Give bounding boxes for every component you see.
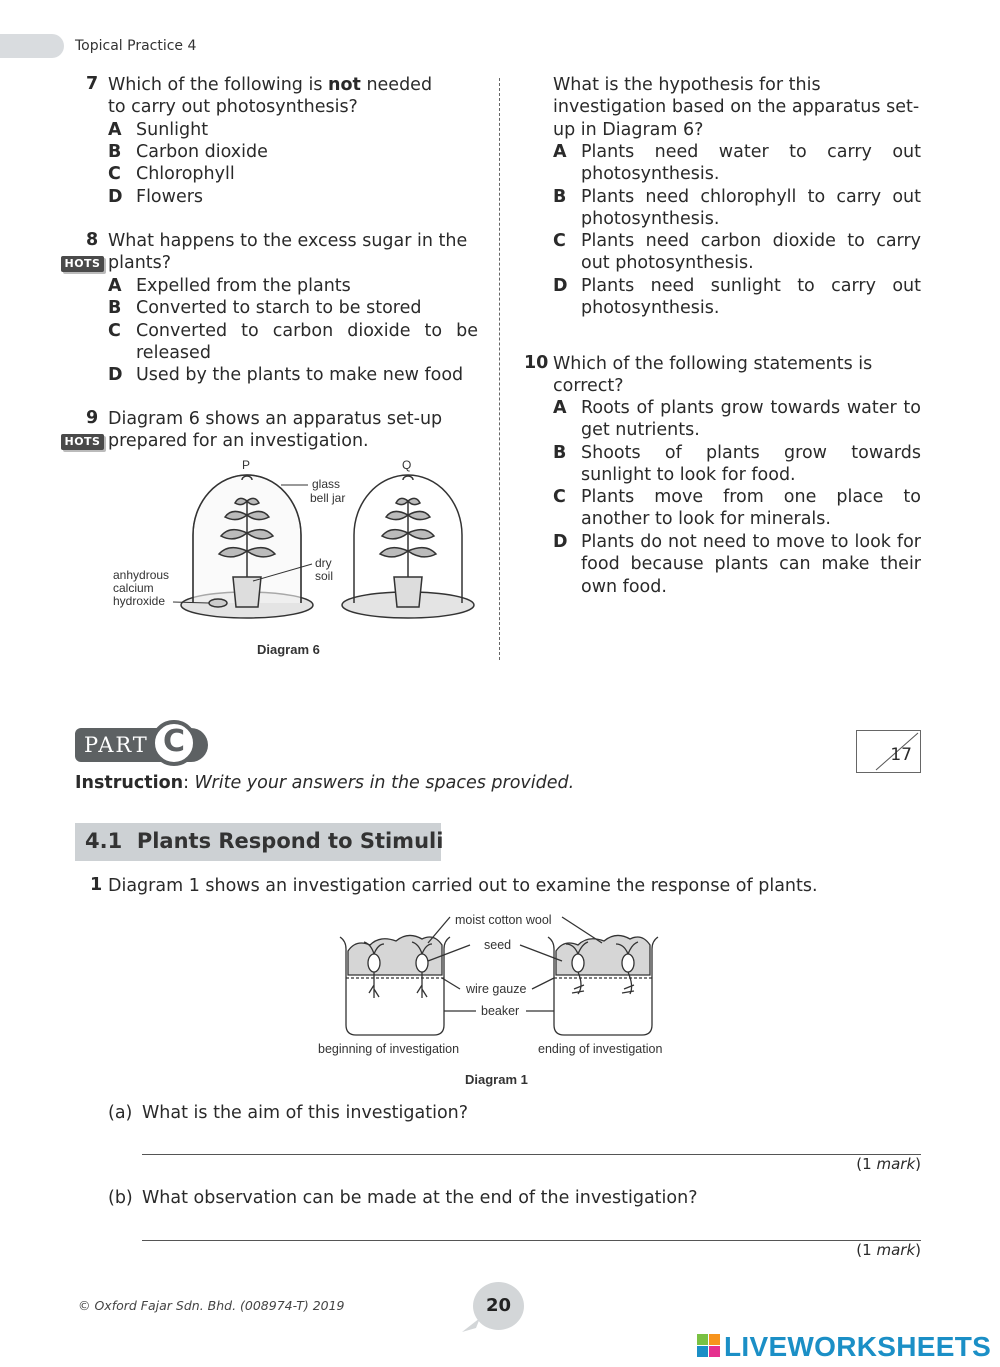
q9-hypothesis-text: What is the hypothesis for this investig… bbox=[553, 75, 920, 140]
q1-number: 1 bbox=[90, 875, 103, 895]
q1a-mark: (1 mark) bbox=[856, 1155, 921, 1173]
q9-number: 9 bbox=[86, 408, 99, 428]
label-seed: seed bbox=[484, 938, 511, 952]
label-dry: dry bbox=[315, 556, 332, 570]
q1a-label: (a) bbox=[108, 1103, 133, 1123]
hots-badge: HOTS bbox=[61, 434, 104, 450]
liveworksheets-logo-icon bbox=[697, 1334, 720, 1357]
part-letter: C bbox=[151, 720, 197, 766]
q1-text: Diagram 1 shows an investigation carried… bbox=[108, 876, 818, 896]
label-moist-cotton-wool: moist cotton wool bbox=[455, 913, 552, 927]
diagram-6: P Q glass bell jar dry soil anhydrous ca… bbox=[113, 458, 475, 657]
q1a-text: What is the aim of this investigation? bbox=[142, 1103, 469, 1123]
header-tab bbox=[0, 34, 64, 58]
section-title: 4.1 Plants Respond to Stimuli bbox=[85, 829, 444, 853]
label-hydroxide: hydroxide bbox=[113, 594, 165, 608]
hots-badge: HOTS bbox=[61, 256, 104, 272]
q9-text: Diagram 6 shows an apparatus set-up prep… bbox=[108, 409, 443, 452]
label-ending: ending of investigation bbox=[538, 1042, 662, 1056]
diagram-6-caption: Diagram 6 bbox=[257, 642, 320, 657]
label-beginning: beginning of investigation bbox=[318, 1042, 459, 1056]
label-p: P bbox=[242, 458, 250, 472]
section-header-bar bbox=[75, 823, 441, 861]
page-bubble bbox=[473, 1282, 524, 1330]
instruction: Instruction: Write your answers in the s… bbox=[75, 773, 575, 793]
q8-text: What happens to the excess sugar in the … bbox=[108, 231, 468, 274]
q7-text: Which of the following is not needed to … bbox=[108, 75, 433, 118]
part-label: PART bbox=[84, 733, 149, 757]
page-bubble-tail bbox=[462, 1318, 480, 1332]
q1b-answer-line[interactable] bbox=[142, 1240, 921, 1241]
q7-number: 7 bbox=[86, 74, 99, 94]
q8-number: 8 bbox=[86, 230, 99, 250]
q1b-label: (b) bbox=[108, 1188, 133, 1208]
score-box bbox=[856, 730, 921, 773]
q1a-answer-line[interactable] bbox=[142, 1154, 921, 1155]
header-title: Topical Practice 4 bbox=[75, 38, 197, 54]
label-anhydrous: anhydrous bbox=[113, 568, 169, 582]
column-divider bbox=[499, 78, 500, 660]
label-beaker: beaker bbox=[481, 1004, 519, 1018]
score-total: 17 bbox=[890, 745, 912, 765]
q1b-mark: (1 mark) bbox=[856, 1241, 921, 1259]
label-calcium: calcium bbox=[113, 581, 154, 595]
liveworksheets-brand[interactable]: LIVEWORKSHEETS bbox=[724, 1331, 992, 1362]
diagram-1: moist cotton wool seed wire gauze beaker… bbox=[318, 913, 662, 1087]
label-q: Q bbox=[402, 458, 411, 472]
q10-number: 10 bbox=[524, 353, 549, 373]
score-slash bbox=[875, 732, 919, 771]
q1b-text: What observation can be made at the end … bbox=[142, 1188, 698, 1208]
copyright: © Oxford Fajar Sdn. Bhd. (008974-T) 2019 bbox=[78, 1298, 345, 1313]
diagram-1-caption: Diagram 1 bbox=[465, 1072, 528, 1087]
q10-text: Which of the following statements is cor… bbox=[553, 354, 873, 397]
label-bell-jar: bell jar bbox=[310, 491, 345, 505]
label-soil: soil bbox=[315, 569, 333, 583]
page-number: 20 bbox=[485, 1295, 512, 1316]
label-wire-gauze: wire gauze bbox=[465, 982, 526, 996]
label-glass: glass bbox=[312, 477, 340, 491]
